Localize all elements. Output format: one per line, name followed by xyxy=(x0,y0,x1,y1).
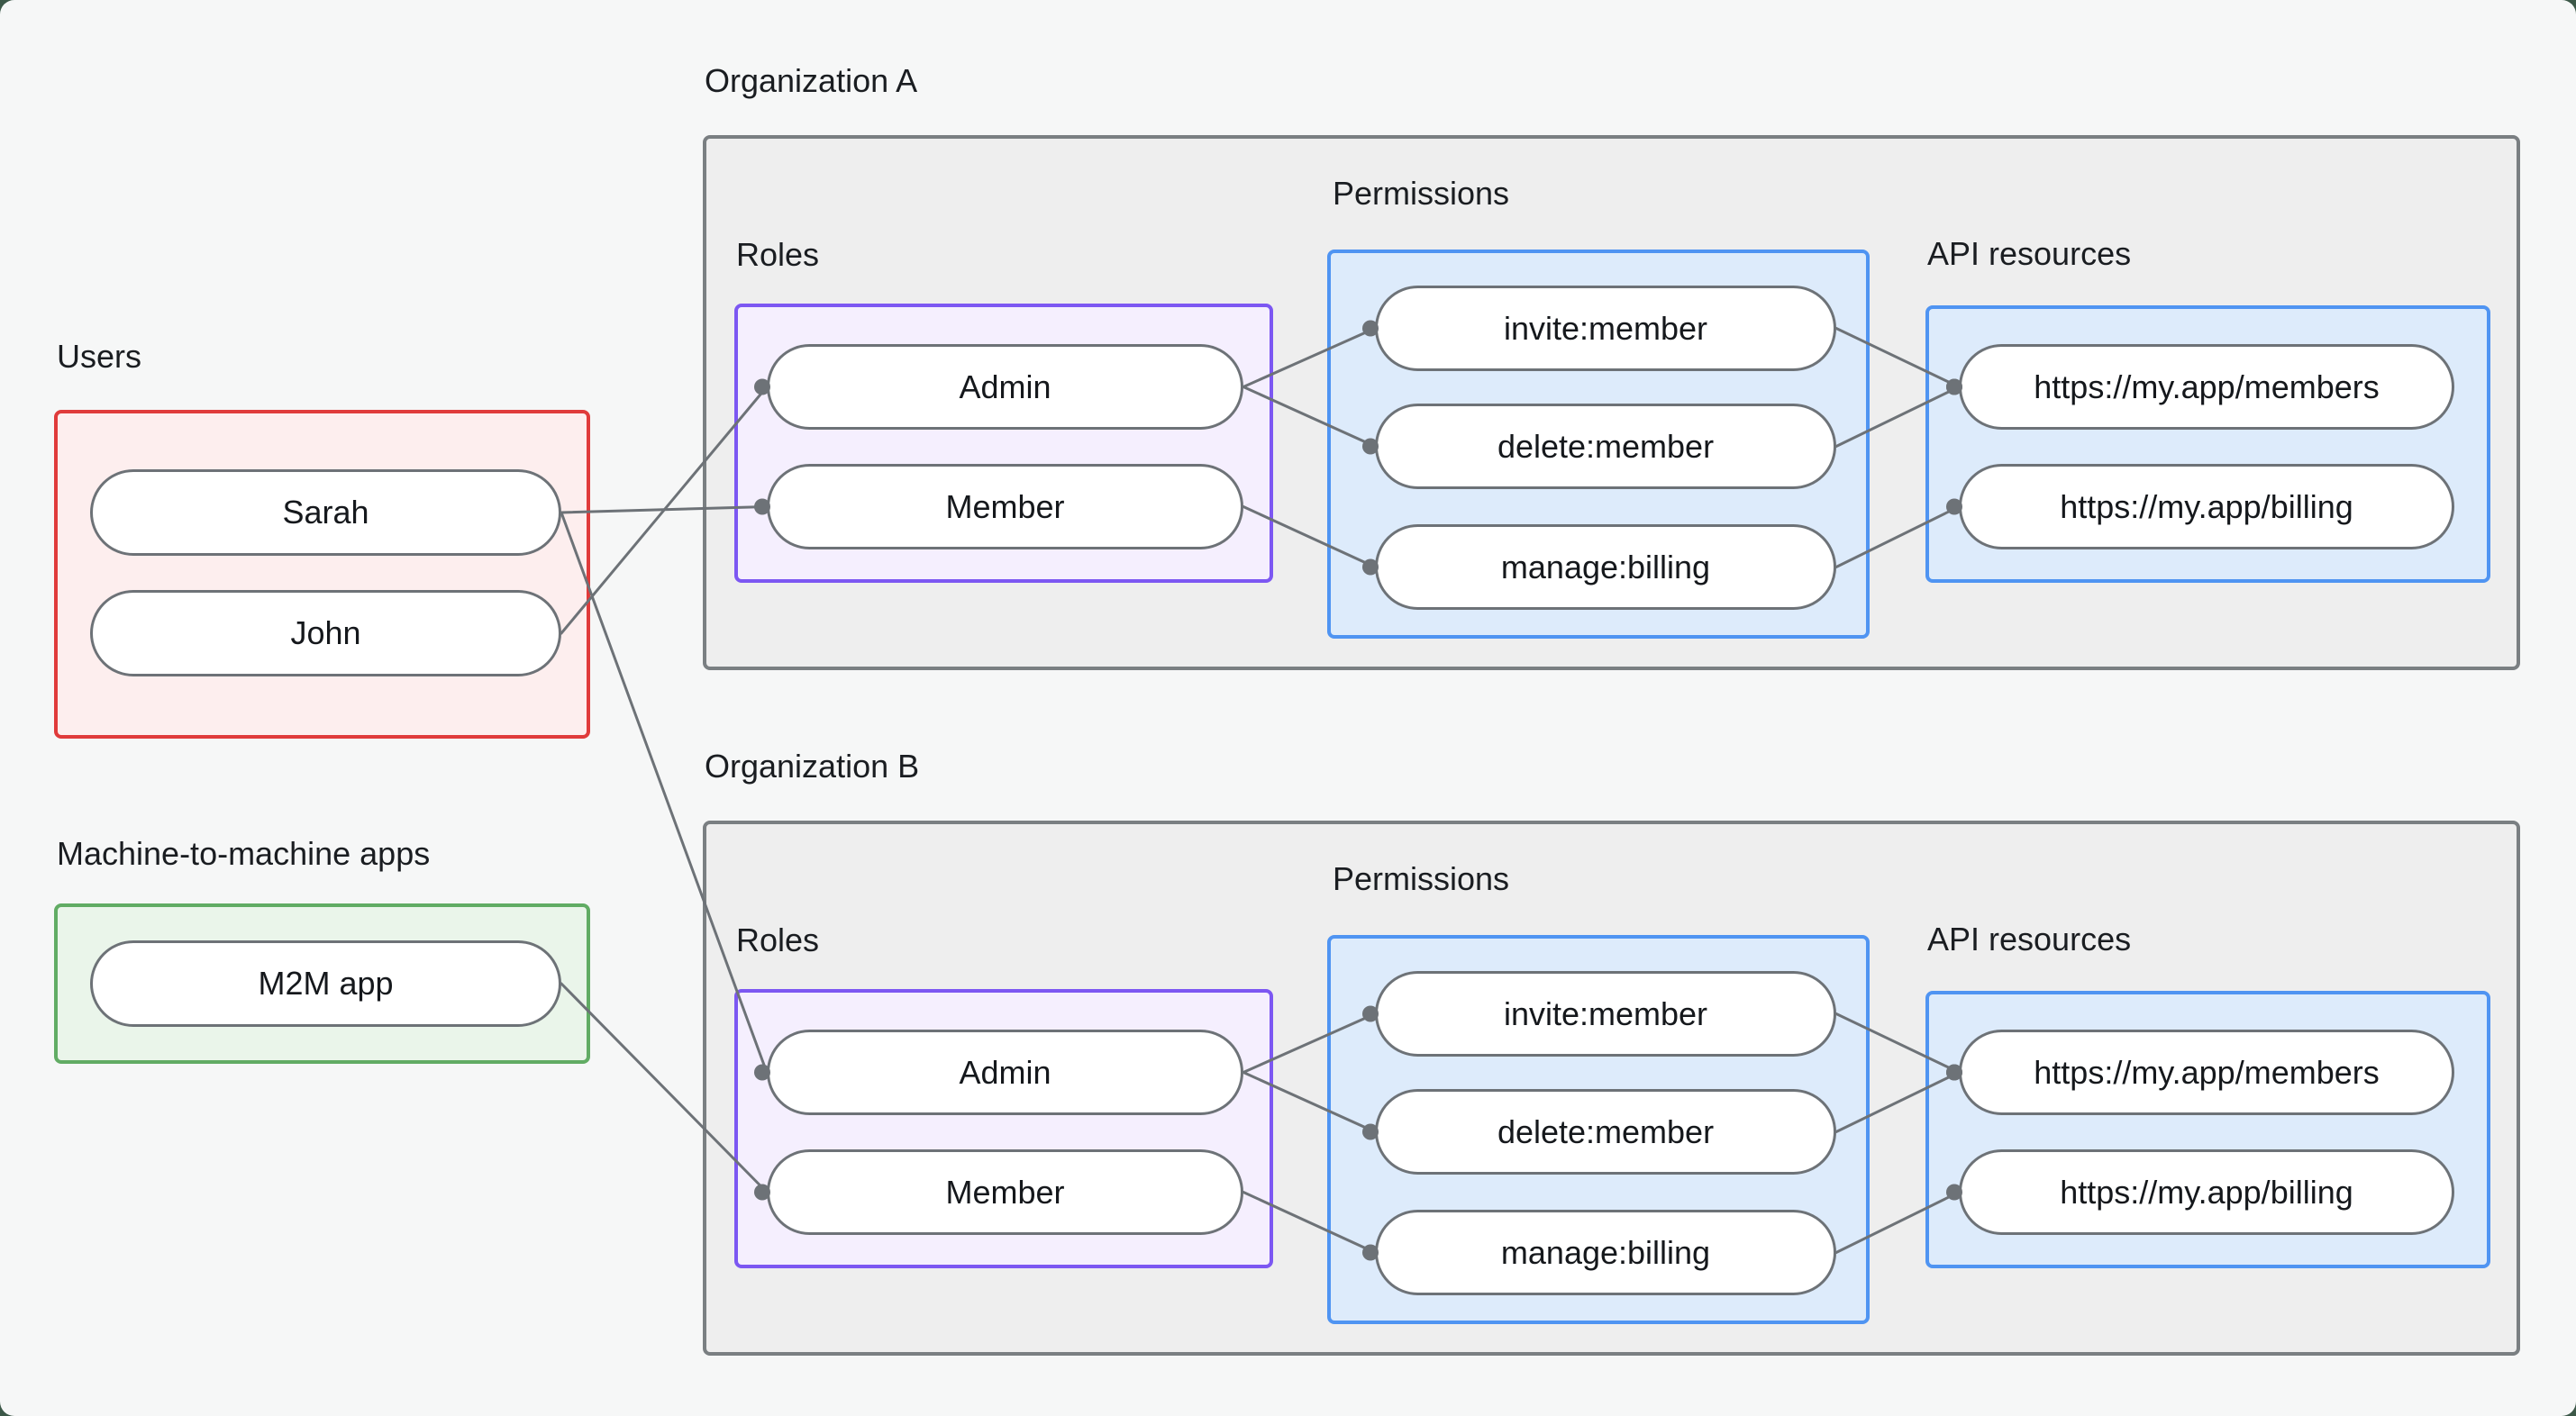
node-org-b-members-label: https://my.app/members xyxy=(2034,1053,2380,1091)
node-org-a-manage: manage:billing xyxy=(1375,524,1836,610)
node-john: John xyxy=(90,590,561,676)
node-org-b-invite: invite:member xyxy=(1375,971,1836,1057)
node-org-b-billing-label: https://my.app/billing xyxy=(2060,1173,2353,1211)
node-org-b-billing: https://my.app/billing xyxy=(1959,1149,2454,1235)
org-b-permissions-label: Permissions xyxy=(1333,860,1510,897)
node-org-b-delete: delete:member xyxy=(1375,1089,1836,1175)
node-org-b-members: https://my.app/members xyxy=(1959,1030,2454,1115)
org-a-permissions-label: Permissions xyxy=(1333,175,1510,212)
node-sarah: Sarah xyxy=(90,469,561,556)
org-b-api-label: API resources xyxy=(1927,921,2132,958)
org-b-title: Organization B xyxy=(705,748,920,785)
org-a-roles-label: Roles xyxy=(736,236,820,273)
node-org-a-invite: invite:member xyxy=(1375,286,1836,371)
node-m2m-app-label: M2M app xyxy=(258,965,394,1002)
node-org-a-delete: delete:member xyxy=(1375,404,1836,489)
node-org-a-members-label: https://my.app/members xyxy=(2034,368,2380,405)
users-group-label: Users xyxy=(57,338,142,375)
node-org-b-invite-label: invite:member xyxy=(1503,994,1708,1032)
node-org-a-invite-label: invite:member xyxy=(1503,309,1708,347)
node-org-a-billing: https://my.app/billing xyxy=(1959,464,2454,549)
node-org-a-members: https://my.app/members xyxy=(1959,344,2454,430)
node-sarah-label: Sarah xyxy=(282,494,369,531)
node-org-a-manage-label: manage:billing xyxy=(1500,548,1711,585)
node-org-b-member-label: Member xyxy=(945,1173,1065,1211)
node-m2m-app: M2M app xyxy=(90,940,561,1027)
node-org-b-admin-label: Admin xyxy=(959,1053,1051,1091)
node-org-b-manage-label: manage:billing xyxy=(1500,1233,1711,1271)
node-org-a-member-label: Member xyxy=(945,487,1065,525)
node-org-b-delete-label: delete:member xyxy=(1497,1112,1715,1150)
node-org-b-admin: Admin xyxy=(767,1030,1243,1115)
node-org-a-admin: Admin xyxy=(767,344,1243,430)
node-org-b-manage: manage:billing xyxy=(1375,1210,1836,1295)
node-org-a-admin-label: Admin xyxy=(959,368,1051,405)
node-org-a-billing-label: https://my.app/billing xyxy=(2060,487,2353,525)
node-org-a-delete-label: delete:member xyxy=(1497,427,1715,465)
node-org-a-member: Member xyxy=(767,464,1243,549)
node-john-label: John xyxy=(290,614,361,651)
users-group-box xyxy=(54,410,590,739)
m2m-group-label: Machine-to-machine apps xyxy=(57,835,431,872)
org-a-api-label: API resources xyxy=(1927,235,2132,272)
org-b-roles-label: Roles xyxy=(736,921,820,958)
org-a-title: Organization A xyxy=(705,62,918,99)
node-org-b-member: Member xyxy=(767,1149,1243,1235)
